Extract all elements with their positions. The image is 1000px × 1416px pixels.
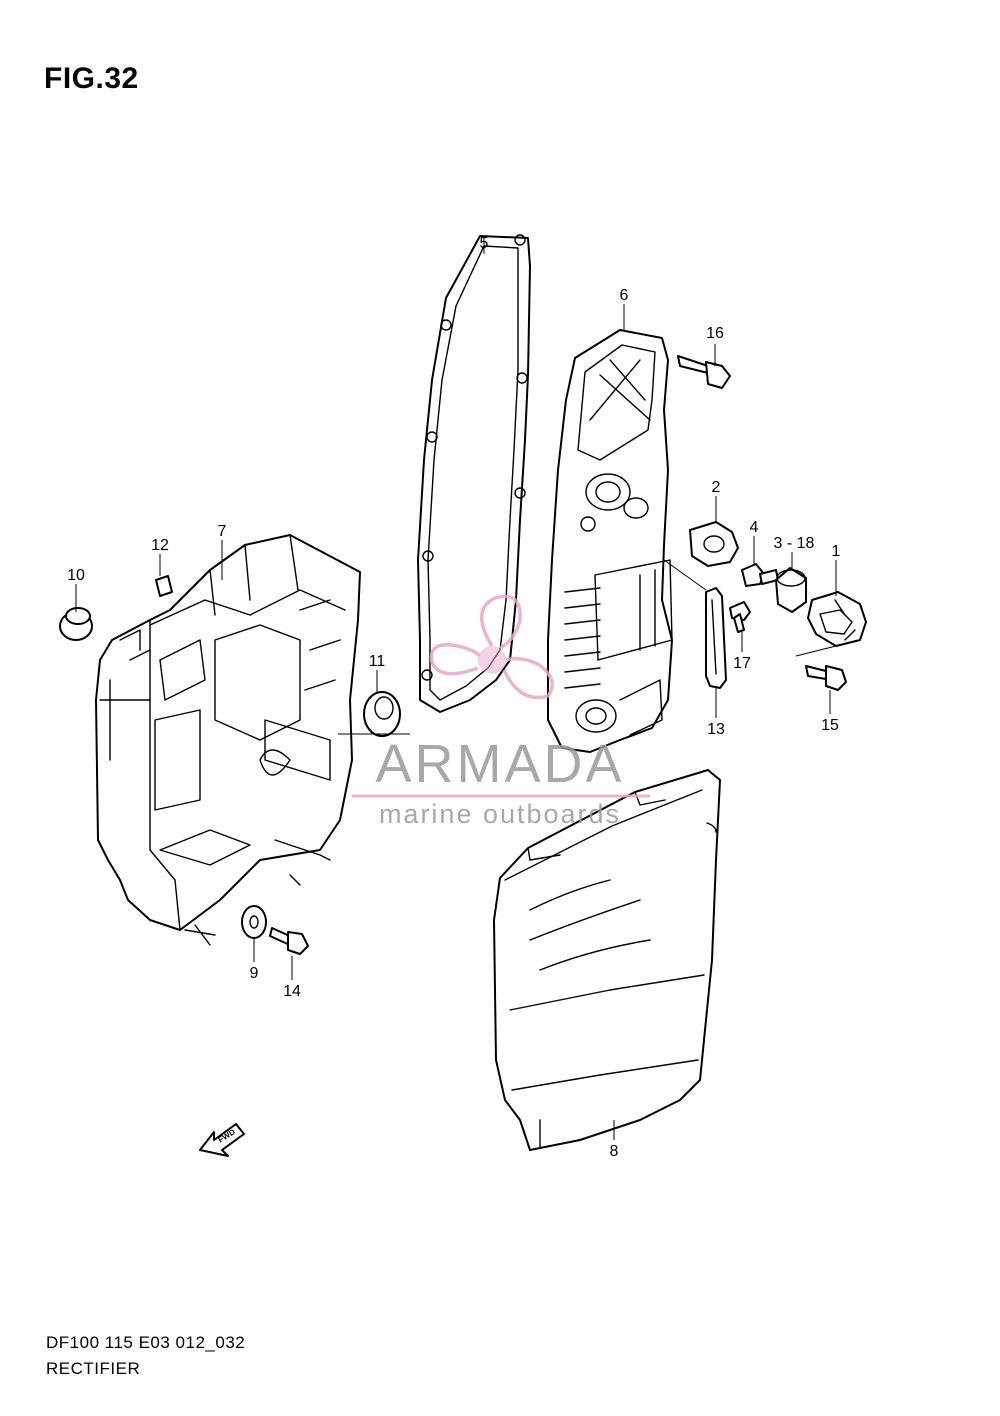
- callout-6: 6: [620, 287, 629, 304]
- fwd-arrow: FWD: [199, 1123, 245, 1157]
- callout-12: 12: [151, 537, 169, 554]
- clip-part-12: [155, 575, 173, 597]
- callout-16: 16: [706, 325, 724, 342]
- leader-lines: [75, 236, 837, 1140]
- propeller-logo-icon: [429, 594, 554, 700]
- callout-11: 11: [369, 653, 386, 670]
- grommet-part-11: [363, 691, 401, 737]
- callout-1: 1: [832, 543, 841, 560]
- spacer-part-3-18: [775, 567, 807, 613]
- bolt-part-14: [269, 927, 309, 955]
- gasket-part-5: [417, 234, 531, 713]
- gasket-plate-part-2: [689, 521, 739, 567]
- callout-10: 10: [67, 567, 85, 584]
- callout-13: 13: [707, 721, 725, 738]
- figure-title: FIG.32: [44, 62, 139, 95]
- grommet-part-10: [59, 607, 93, 641]
- callout-8: 8: [610, 1143, 619, 1160]
- screw-part-17: [729, 601, 751, 633]
- callout-14: 14: [283, 983, 301, 1000]
- bolt-part-16: [677, 355, 731, 389]
- rectifier-part-6: [547, 329, 673, 753]
- callout-5: 5: [480, 235, 489, 252]
- strap-part-13: [705, 587, 727, 689]
- callout-7: 7: [218, 523, 227, 540]
- bolt-part-4: [741, 563, 779, 587]
- callout-4: 4: [750, 519, 759, 536]
- cover-part-8: [493, 769, 721, 1151]
- callout-labels: 5 6 16 2 4 3 - 18 1 17 13 15 7 12 10 11 …: [67, 235, 840, 1160]
- bracket-part-1: [807, 591, 867, 647]
- armada-watermark: ARMADA marine outboards: [352, 594, 650, 829]
- diagram-name: RECTIFIER: [46, 1359, 141, 1378]
- callout-9: 9: [250, 965, 259, 982]
- washer-part-9: [241, 905, 267, 939]
- diagram-code: DF100 115 E03 012_032: [46, 1333, 246, 1352]
- callout-17: 17: [733, 655, 751, 672]
- holder-part-7: [95, 534, 361, 946]
- watermark-tagline: marine outboards: [379, 799, 621, 829]
- bolt-part-15: [805, 665, 847, 691]
- callout-2: 2: [712, 479, 721, 496]
- callout-3-18: 3 - 18: [774, 535, 815, 552]
- callout-15: 15: [821, 717, 839, 734]
- watermark-brand: ARMADA: [375, 734, 624, 794]
